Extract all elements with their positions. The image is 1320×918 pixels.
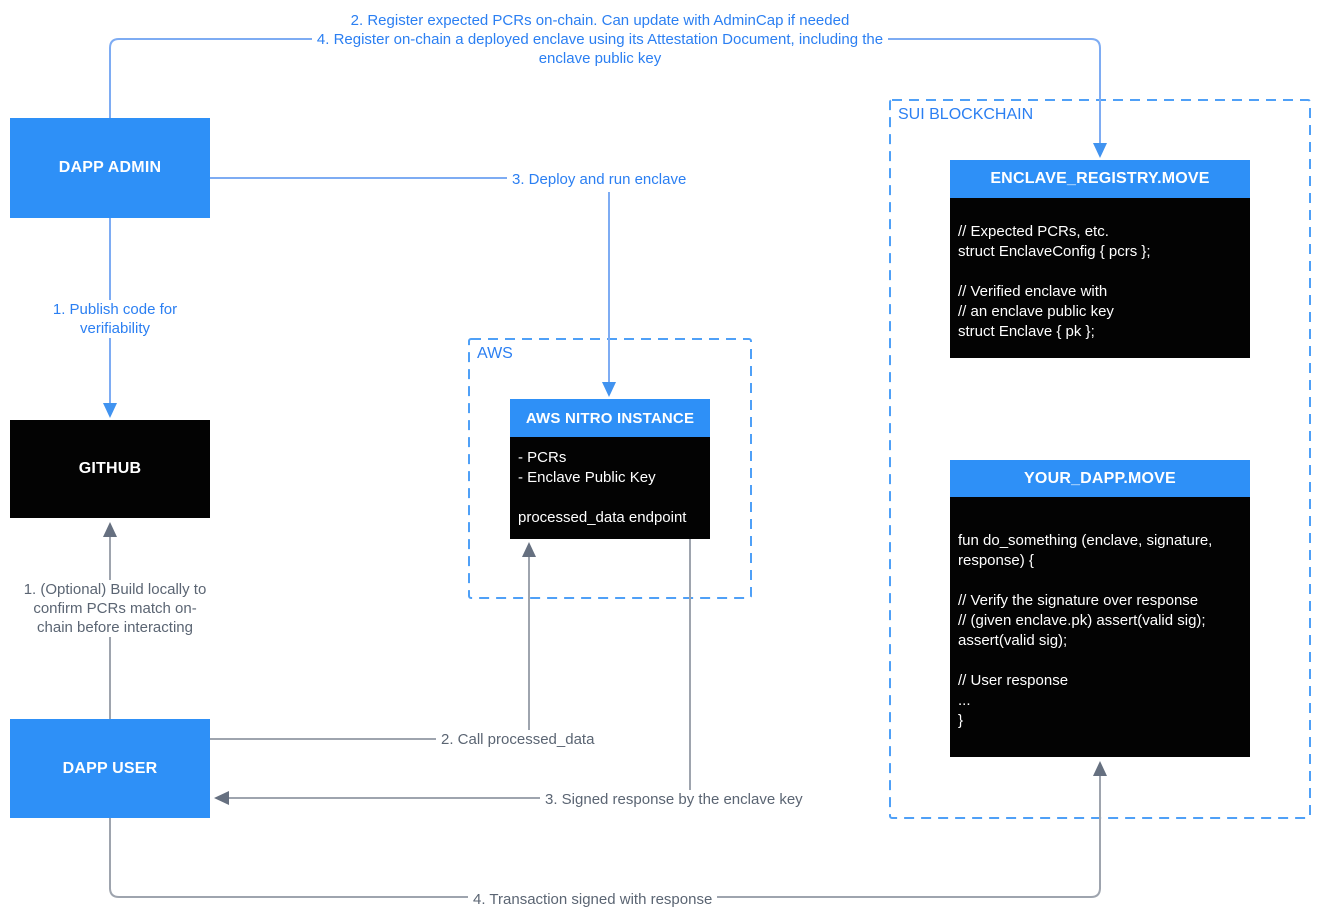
call-label: 2. Call processed_data [436,730,600,749]
aws-nitro-node: AWS NITRO INSTANCE - PCRs - Enclave Publ… [510,399,710,539]
your-dapp-body: fun do_something (enclave, signature, re… [950,497,1250,757]
code-line: struct Enclave { pk }; [958,323,1095,340]
code-line: // Verified enclave with [958,283,1108,300]
aws-nitro-title: AWS NITRO INSTANCE [510,399,710,437]
enclave-registry-title: ENCLAVE_REGISTRY.MOVE [950,160,1250,198]
code-line: response) { [958,552,1034,569]
code-line: } [958,712,964,729]
transaction-label: 4. Transaction signed with response [468,890,718,909]
github-title: GITHUB [78,460,142,477]
github-node: GITHUB [10,420,210,518]
arrowhead-into-registry [1093,143,1107,158]
signed-response-label: 3. Signed response by the enclave key [540,790,808,809]
arrowhead-up-into-github [103,522,117,537]
aws-group-label: AWS [477,345,513,362]
register-label-line3: enclave public key [533,50,667,67]
code-line [958,262,1244,282]
register-label-line2: 4. Register on-chain a deployed enclave … [311,31,889,48]
arrowhead-up-into-nitro [522,542,536,557]
arrowhead-into-user [214,791,229,805]
your-dapp-node: YOUR_DAPP.MOVE fun do_something (enclave… [950,460,1250,757]
enclave-registry-body: // Expected PCRs, etc. struct EnclaveCon… [950,198,1250,358]
publish-label: 1. Publish code for verifiability [30,300,200,338]
register-label-line1: 2. Register expected PCRs on-chain. Can … [345,12,855,29]
code-line: - PCRs [518,449,567,466]
deploy-label: 3. Deploy and run enclave [507,170,692,189]
dapp-admin-node: DAPP ADMIN [10,118,210,218]
edge-user-call-nitro [210,557,530,740]
arrowhead-into-nitro [602,382,616,397]
edge-nitro-response-user [229,539,691,799]
dapp-admin-title: DAPP ADMIN [58,159,162,176]
code-line: ... [958,692,971,709]
dapp-user-node: DAPP USER [10,719,210,818]
code-line: - Enclave Public Key [518,469,656,486]
sui-blockchain-group-label: SUI BLOCKCHAIN [898,106,1034,123]
code-line [958,651,1244,671]
code-line: struct EnclaveConfig { pcrs }; [958,243,1151,260]
code-line: fun do_something (enclave, signature, [958,532,1213,549]
code-line [518,488,704,508]
code-line [958,571,1244,591]
code-line: // User response [958,672,1069,689]
code-line: // Verify the signature over response [958,592,1199,609]
enclave-registry-node: ENCLAVE_REGISTRY.MOVE // Expected PCRs, … [950,160,1250,358]
your-dapp-title: YOUR_DAPP.MOVE [950,460,1250,497]
code-line: processed_data endpoint [518,509,687,526]
arrowhead-into-github [103,403,117,418]
arrowhead-up-into-dapp [1093,761,1107,776]
register-label-block: 2. Register expected PCRs on-chain. Can … [150,11,1050,68]
code-line: // an enclave public key [958,303,1114,320]
dapp-user-title: DAPP USER [62,759,158,777]
code-line: // (given enclave.pk) assert(valid sig); [958,612,1206,629]
code-line: assert(valid sig); [958,632,1068,649]
optional-build-label: 1. (Optional) Build locally to confirm P… [15,580,215,637]
code-line: // Expected PCRs, etc. [958,223,1109,240]
aws-nitro-body: - PCRs - Enclave Public Key processed_da… [510,437,710,539]
